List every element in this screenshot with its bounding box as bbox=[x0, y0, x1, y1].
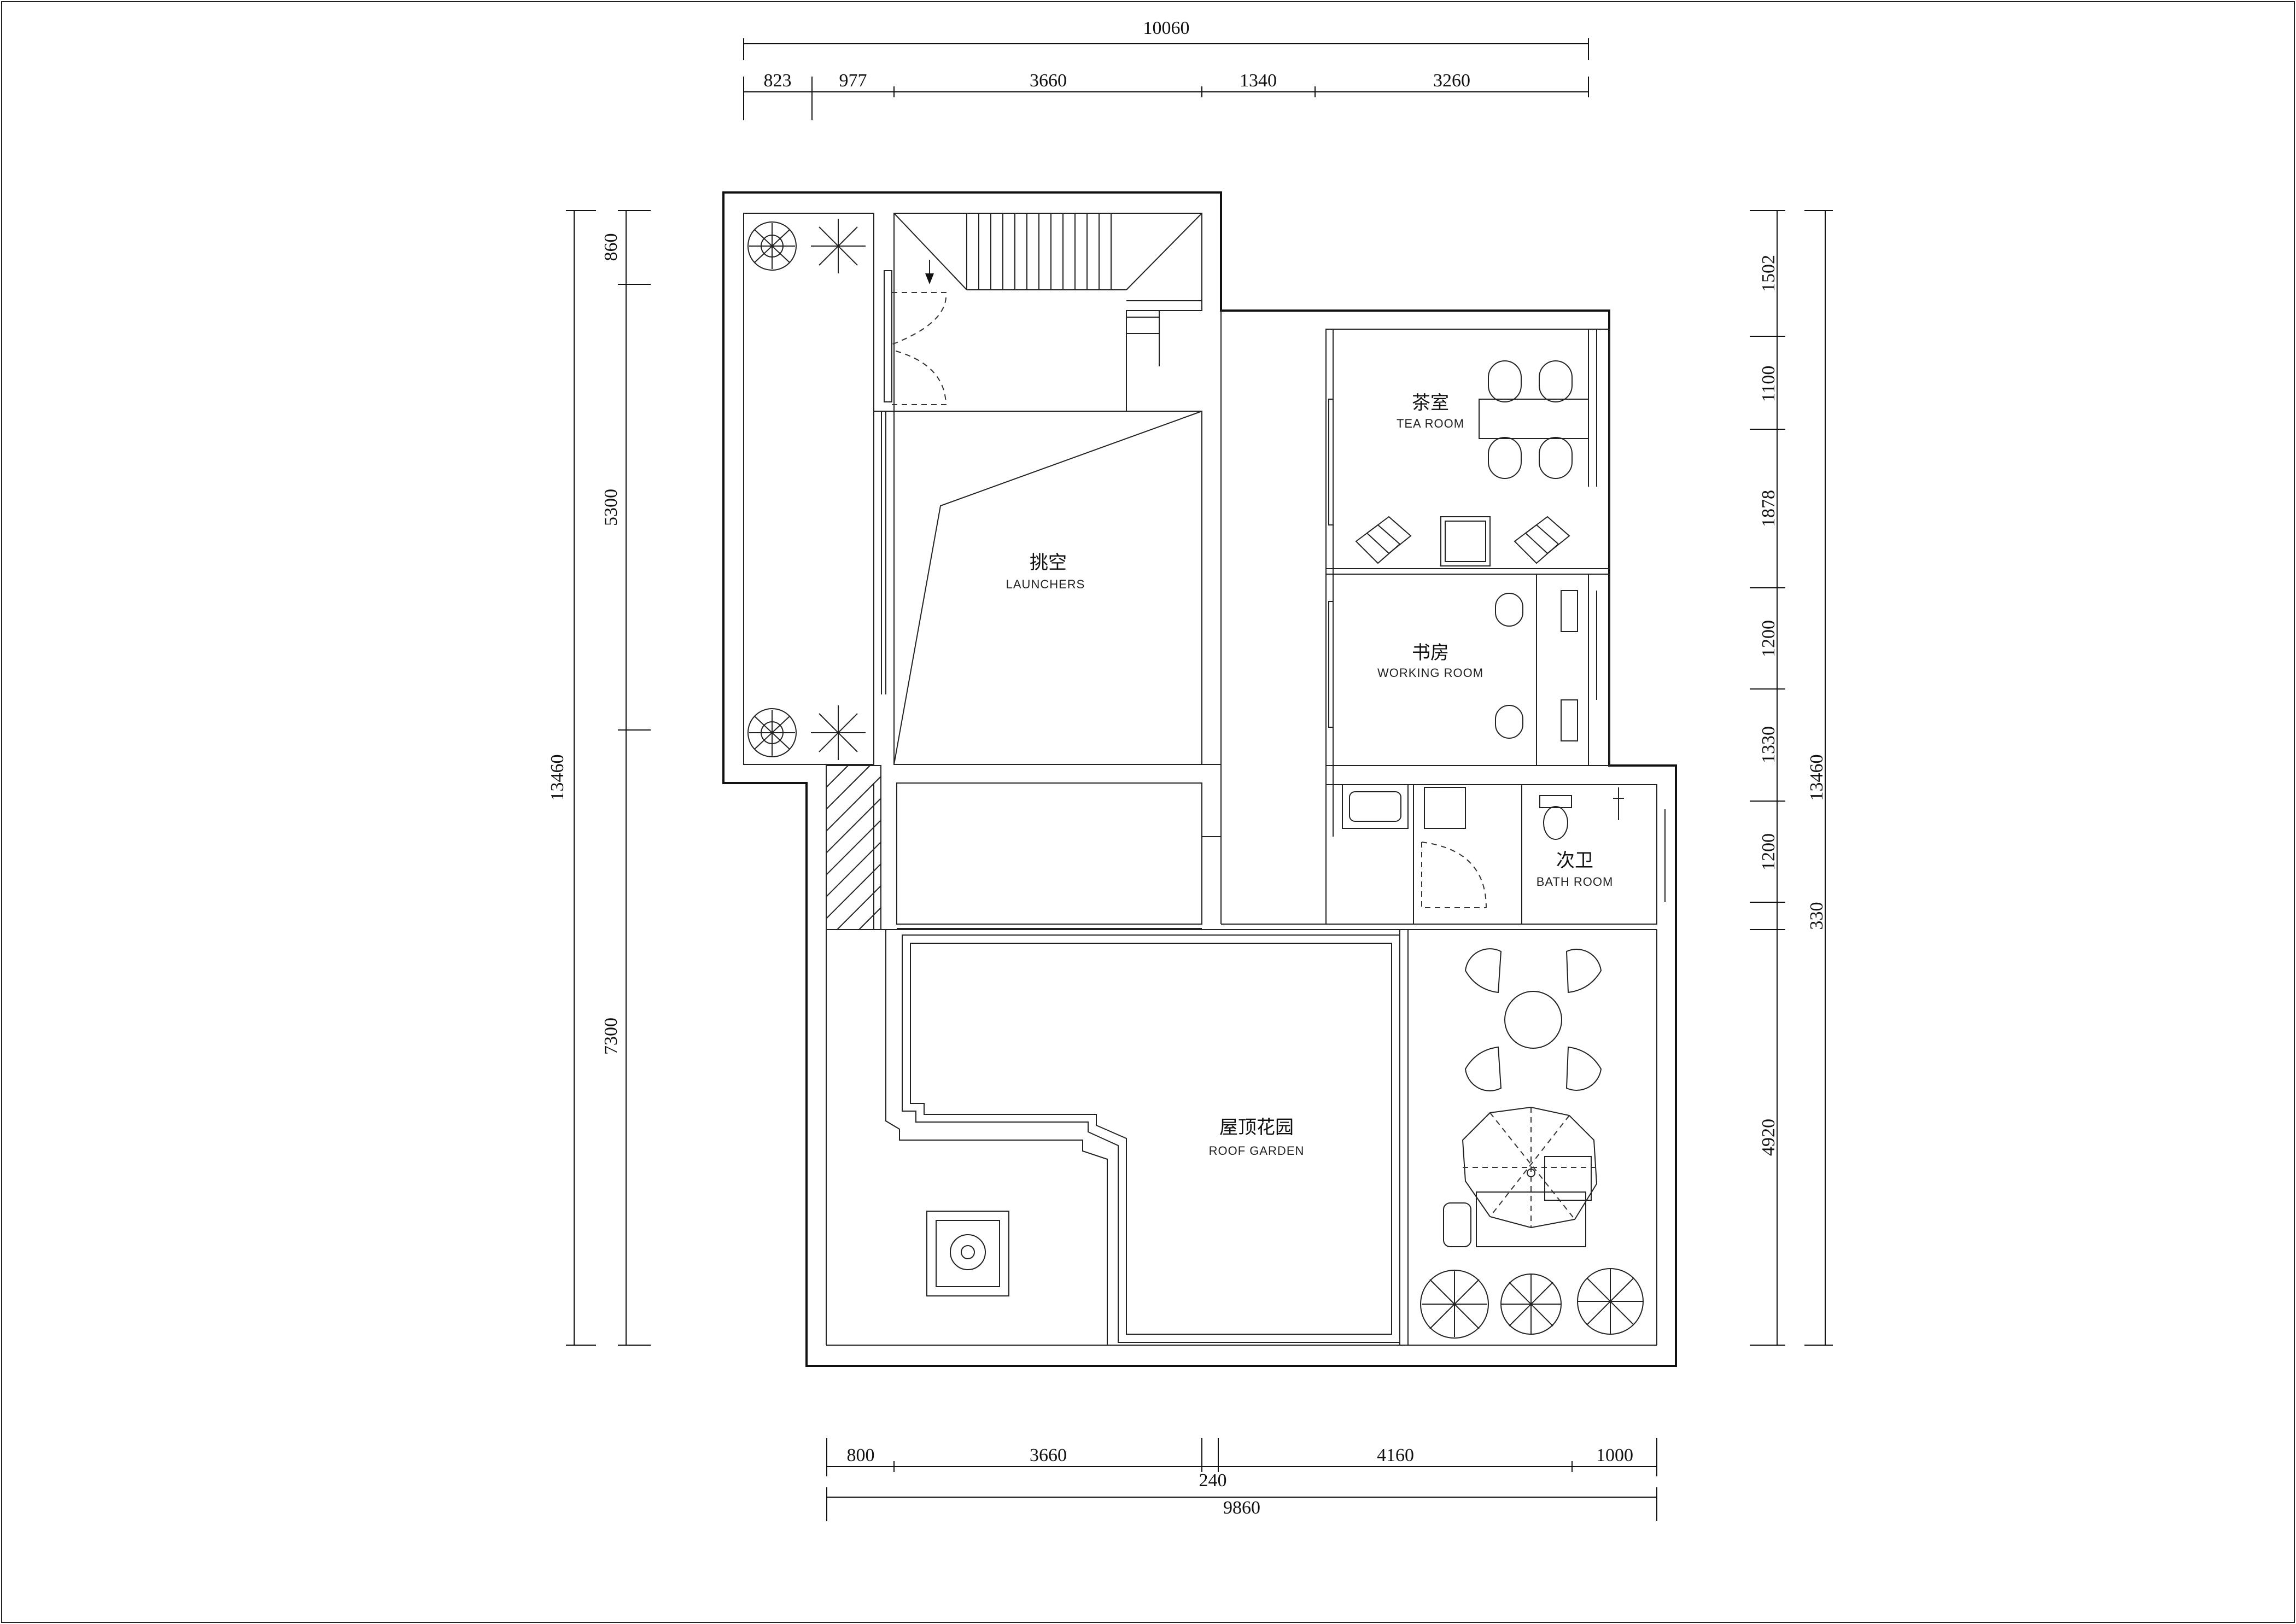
dim-bottom-4: 4160 bbox=[1377, 1445, 1414, 1465]
dim-left-3: 7300 bbox=[601, 1018, 621, 1055]
hatched-column bbox=[826, 765, 881, 930]
dim-top-4: 1340 bbox=[1240, 71, 1277, 91]
dim-right-2: 1100 bbox=[1758, 366, 1779, 402]
dim-right-7: 330 bbox=[1807, 902, 1827, 930]
left-dimension-chain: 13460 860 5300 7300 bbox=[547, 210, 651, 1346]
working-room bbox=[1325, 574, 1610, 766]
exterior-wall-inner bbox=[743, 213, 874, 765]
dim-bottom-overall: 9860 bbox=[1223, 1498, 1260, 1518]
tea-room bbox=[1325, 329, 1610, 837]
top-dimension-chain: 10060 823 977 3660 1340 3260 bbox=[743, 18, 1589, 120]
label-working-room-en: WORKING ROOM bbox=[1377, 666, 1483, 680]
dim-top-overall: 10060 bbox=[1143, 18, 1190, 38]
dim-right-1: 1502 bbox=[1758, 255, 1779, 292]
dim-right-overall: 13460 bbox=[1807, 755, 1827, 801]
label-launchers-en: LAUNCHERS bbox=[1006, 577, 1085, 591]
dim-right-6: 1200 bbox=[1758, 833, 1779, 871]
label-launchers-zh: 挑空 bbox=[1030, 552, 1067, 574]
umbrella-lounger bbox=[1443, 1106, 1598, 1247]
dim-bottom-3: 240 bbox=[1199, 1470, 1227, 1491]
roof-garden bbox=[885, 930, 1409, 1345]
dim-top-5: 3260 bbox=[1433, 71, 1470, 91]
right-dimension-chain: 1502 1100 1878 1200 1330 1200 330 4920 1… bbox=[1750, 210, 1833, 1346]
dim-top-2: 977 bbox=[839, 71, 867, 91]
stair-doors bbox=[884, 270, 947, 405]
dim-right-5: 1330 bbox=[1758, 726, 1779, 763]
label-bath-room-en: BATH ROOM bbox=[1536, 875, 1614, 889]
label-bath-room-zh: 次卫 bbox=[1556, 850, 1593, 872]
bath-room bbox=[1325, 784, 1666, 925]
dim-top-1: 823 bbox=[764, 71, 792, 91]
staircase bbox=[893, 213, 1202, 412]
exterior-wall bbox=[722, 191, 1677, 1367]
dim-bottom-5: 1000 bbox=[1596, 1445, 1633, 1465]
garden-plants bbox=[1420, 1268, 1644, 1339]
dim-bottom-2: 3660 bbox=[1030, 1445, 1067, 1465]
label-working-room-zh: 书房 bbox=[1412, 642, 1449, 664]
launchers-void bbox=[874, 311, 1222, 924]
dim-right-3: 1878 bbox=[1758, 490, 1779, 527]
dim-bottom-1: 800 bbox=[847, 1445, 875, 1465]
dim-right-4: 1200 bbox=[1758, 620, 1779, 657]
garden-table-set bbox=[1464, 948, 1602, 1091]
dim-left-1: 860 bbox=[601, 233, 621, 261]
dim-left-2: 5300 bbox=[601, 489, 621, 526]
dim-top-3: 3660 bbox=[1030, 71, 1067, 91]
label-tea-room-zh: 茶室 bbox=[1412, 392, 1449, 414]
corridor bbox=[896, 782, 1378, 929]
bottom-dimension-chain: 800 3660 240 4160 1000 9860 bbox=[826, 1438, 1657, 1521]
dim-left-overall: 13460 bbox=[547, 755, 568, 801]
label-roof-garden-zh: 屋顶花园 bbox=[1219, 1117, 1294, 1138]
label-roof-garden-en: ROOF GARDEN bbox=[1209, 1144, 1305, 1158]
label-tea-room-en: TEA ROOM bbox=[1397, 417, 1464, 430]
dim-right-8: 4920 bbox=[1758, 1119, 1779, 1156]
left-planter bbox=[747, 219, 866, 760]
